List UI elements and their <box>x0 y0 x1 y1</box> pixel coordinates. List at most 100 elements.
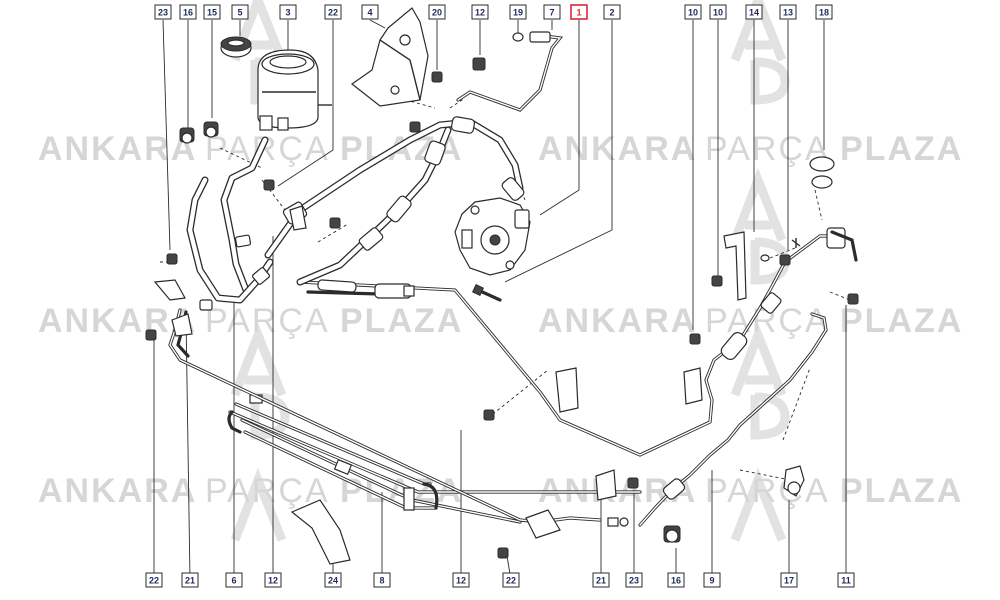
wm-parca: PARÇA <box>705 130 830 168</box>
callout-box <box>145 572 163 588</box>
callout-box <box>815 4 833 20</box>
callout-number: 1 <box>576 8 581 18</box>
callout-number: 20 <box>432 8 442 18</box>
wm-parca: PARÇA <box>205 472 330 510</box>
callout-number: 12 <box>456 576 466 586</box>
callout-number: 7 <box>549 8 554 18</box>
callout-label-22: 22 <box>502 572 520 588</box>
return-pipe <box>168 308 602 524</box>
callout-number: 23 <box>158 8 168 18</box>
callout-box <box>231 4 249 20</box>
callout-box <box>324 572 342 588</box>
wm-plaza: PLAZA <box>840 302 963 340</box>
callout-number: 22 <box>506 576 516 586</box>
wm-plaza: PLAZA <box>840 130 963 168</box>
callout-label-12: 12 <box>452 572 470 588</box>
callout-label-8: 8 <box>373 572 391 588</box>
callout-box <box>373 572 391 588</box>
leader-lines <box>153 19 847 581</box>
callout-box <box>279 4 297 20</box>
callout-label-21: 21 <box>181 572 199 588</box>
callout-box <box>203 4 221 20</box>
callout-label-17: 17 <box>780 572 798 588</box>
wm-ankara: ANKARA <box>538 130 697 168</box>
callout-number: 10 <box>688 8 698 18</box>
callout-label-11: 11 <box>837 572 855 588</box>
callout-box <box>225 572 243 588</box>
watermark-logo <box>230 0 790 542</box>
callout-number: 8 <box>379 576 384 586</box>
small-connectors <box>607 517 629 527</box>
callout-box <box>684 4 702 20</box>
bolts <box>145 57 859 559</box>
reservoir-cap <box>220 36 252 58</box>
callout-box <box>625 572 643 588</box>
callout-label-5: 5 <box>231 4 249 20</box>
callout-label-3: 3 <box>279 4 297 20</box>
reservoir <box>257 49 332 131</box>
callout-number: 22 <box>149 576 159 586</box>
callout-box <box>570 4 588 20</box>
wm-parca: PARÇA <box>705 472 830 510</box>
wm-ankara: ANKARA <box>538 302 697 340</box>
callout-number: 16 <box>671 576 681 586</box>
callout-number: 12 <box>475 8 485 18</box>
callout-box <box>745 4 763 20</box>
callout-number: 16 <box>183 8 193 18</box>
callout-label-9: 9 <box>703 572 721 588</box>
callout-box <box>324 4 342 20</box>
callout-number: 21 <box>185 576 195 586</box>
callout-box <box>703 572 721 588</box>
callout-box <box>509 4 527 20</box>
upper-feed-pipe <box>456 31 564 112</box>
callout-box <box>179 4 197 20</box>
callout-box <box>667 572 685 588</box>
callout-label-12: 12 <box>471 4 489 20</box>
callout-number: 13 <box>783 8 793 18</box>
callout-label-15: 15 <box>203 4 221 20</box>
callout-number: 5 <box>237 8 242 18</box>
callout-box <box>543 4 561 20</box>
callout-box <box>779 4 797 20</box>
callout-number: 19 <box>513 8 523 18</box>
callout-label-6: 6 <box>225 572 243 588</box>
callout-number: 4 <box>367 8 372 18</box>
pressure-pipe-right <box>298 227 858 457</box>
callout-number: 21 <box>596 576 606 586</box>
callout-label-18: 18 <box>815 4 833 20</box>
callout-label-19: 19 <box>509 4 527 20</box>
callout-label-4: 4 <box>361 4 379 20</box>
callout-box <box>502 572 520 588</box>
callout-label-14: 14 <box>745 4 763 20</box>
wm-plaza: PLAZA <box>340 302 463 340</box>
fittings-13 <box>760 238 801 262</box>
watermark-row-2: ANKARA PARÇA PLAZA ANKARA PARÇA PLAZA <box>38 302 963 340</box>
reservoir-bracket <box>350 7 429 107</box>
wm-parca: PARÇA <box>205 302 330 340</box>
callout-label-21: 21 <box>592 572 610 588</box>
callout-label-7: 7 <box>543 4 561 20</box>
callout-number: 17 <box>784 576 794 586</box>
reservoir-hoses <box>186 136 274 311</box>
callout-box <box>837 572 855 588</box>
wm-ankara: ANKARA <box>38 302 197 340</box>
callout-label-20: 20 <box>428 4 446 20</box>
callout-label-12: 12 <box>264 572 282 588</box>
callout-label-1: 1 <box>570 4 588 20</box>
bottom-label-row: 22 21 6 12 24 8 12 22 21 23 16 9 17 11 <box>145 572 855 588</box>
callout-number: 22 <box>328 8 338 18</box>
callout-box <box>592 572 610 588</box>
callout-number: 2 <box>609 8 614 18</box>
pump-bolt <box>472 284 502 302</box>
o-rings <box>809 156 835 189</box>
callout-label-13: 13 <box>779 4 797 20</box>
callout-label-10: 10 <box>684 4 702 20</box>
callout-label-23: 23 <box>625 572 643 588</box>
callout-box <box>709 4 727 20</box>
power-steering-pump <box>454 197 531 276</box>
callout-box <box>428 4 446 20</box>
wm-parca: PARÇA <box>205 130 330 168</box>
callout-box <box>471 4 489 20</box>
callout-label-24: 24 <box>324 572 342 588</box>
